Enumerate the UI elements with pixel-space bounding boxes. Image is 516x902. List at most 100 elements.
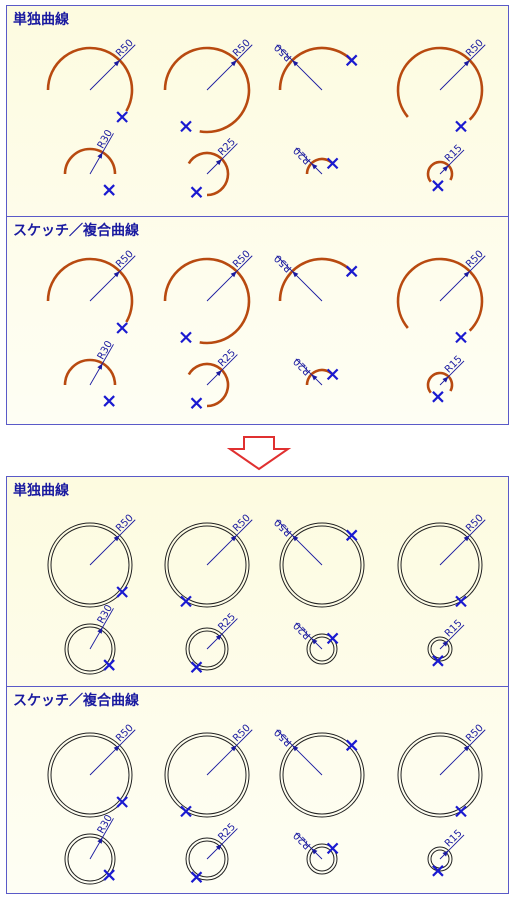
endpoint-marker <box>432 180 444 192</box>
dimension-leader <box>448 834 465 851</box>
dimension-arrowhead <box>292 271 299 278</box>
endpoint-marker <box>326 368 339 381</box>
dimension-line <box>206 59 238 91</box>
dimension-arrowhead <box>113 745 120 752</box>
radius-dimension: R50 <box>206 513 253 566</box>
curve-circle <box>164 732 250 818</box>
curve-circle <box>427 636 453 662</box>
radius-dimension: R50 <box>89 38 136 91</box>
dimension-arrowhead <box>463 60 470 67</box>
radius-dimension: R50 <box>439 249 486 302</box>
curve-arc <box>426 160 454 183</box>
curve-circle-offset <box>67 626 113 672</box>
radius-label: R30 <box>96 339 115 362</box>
curve-circle <box>64 833 116 885</box>
radius-label: R50 <box>114 249 136 271</box>
endpoint-marker <box>103 869 115 881</box>
dimension-arrowhead <box>292 535 299 542</box>
dimension-arrowhead <box>215 844 222 851</box>
endpoint-marker <box>345 529 358 542</box>
curve-circle <box>279 522 365 608</box>
dimension-arrowhead <box>311 163 318 170</box>
curve-arc <box>426 371 454 394</box>
endpoint-marker <box>345 265 358 278</box>
dimension-line <box>439 534 471 566</box>
endpoint-marker <box>180 805 192 818</box>
dimension-arrowhead <box>463 271 470 278</box>
radius-dimension: R50 <box>439 513 486 566</box>
endpoint-marker <box>103 184 115 196</box>
curve-circle-offset <box>188 630 226 668</box>
radius-dimension: R50 <box>439 723 486 776</box>
curve-circle-offset <box>50 735 130 815</box>
curve-circle <box>47 522 133 608</box>
radius-dimension: R20 <box>292 619 323 650</box>
radius-label: R25 <box>216 821 238 843</box>
curve-circle-offset <box>167 525 247 605</box>
dimension-arrowhead <box>442 850 449 857</box>
radius-dimension: R50 <box>439 38 486 91</box>
radius-label: R15 <box>443 354 465 376</box>
dimension-arrowhead <box>113 271 120 278</box>
dimension-arrowhead <box>230 535 237 542</box>
dimension-leader <box>221 354 238 371</box>
radius-label: R50 <box>231 723 253 745</box>
endpoint-marker <box>455 595 467 608</box>
curve-circle <box>47 732 133 818</box>
endpoint-marker <box>180 595 192 608</box>
dimension-arrowhead <box>97 363 103 370</box>
dimension-arrowhead <box>113 535 120 542</box>
radius-label: R20 <box>292 829 314 851</box>
dimension-leader <box>102 344 114 364</box>
curve-arc <box>278 46 353 91</box>
endpoint-marker <box>180 331 192 344</box>
dimension-arrowhead <box>97 837 103 844</box>
radius-dimension: R50 <box>89 723 136 776</box>
dimension-arrowhead <box>230 271 237 278</box>
curve-circle <box>306 843 338 875</box>
endpoint-marker <box>432 865 444 877</box>
endpoint-marker <box>190 397 203 409</box>
radius-label: R50 <box>273 41 295 63</box>
curve-circle-offset <box>400 735 480 815</box>
dimension-leader <box>119 44 136 61</box>
radius-label: R50 <box>273 726 295 748</box>
curve-circle <box>397 522 483 608</box>
curve-circle-offset <box>188 840 226 878</box>
endpoint-marker <box>116 111 128 123</box>
dimension-arrowhead <box>97 152 103 159</box>
dimension-leader <box>276 519 293 536</box>
dimension-arrowhead <box>292 745 299 752</box>
curve-circle-offset <box>282 525 362 605</box>
dimension-leader <box>448 149 465 166</box>
dimension-leader <box>221 143 238 160</box>
curve-arc <box>46 46 134 112</box>
dimension-arrowhead <box>215 159 222 166</box>
endpoint-marker <box>455 331 467 344</box>
dimension-line <box>89 534 121 566</box>
radius-dimension: R25 <box>206 136 238 175</box>
endpoint-marker <box>190 871 203 883</box>
endpoint-marker <box>345 739 358 752</box>
dimension-arrowhead <box>442 165 449 172</box>
endpoint-marker <box>432 655 444 667</box>
dimension-line <box>291 534 323 566</box>
radius-label: R50 <box>464 513 486 535</box>
curve-circle <box>185 627 229 671</box>
curve-arc <box>187 151 230 197</box>
dimension-arrowhead <box>442 640 449 647</box>
radius-label: R20 <box>292 144 314 166</box>
radius-label: R50 <box>231 38 253 60</box>
curve-circle <box>64 623 116 675</box>
dimension-leader <box>295 147 312 164</box>
radius-label: R50 <box>231 249 253 271</box>
dimension-arrowhead <box>97 627 103 634</box>
radius-label: R30 <box>96 128 115 151</box>
dimension-arrowhead <box>230 60 237 67</box>
curve-arc <box>278 257 353 302</box>
curve-arc <box>163 46 251 134</box>
